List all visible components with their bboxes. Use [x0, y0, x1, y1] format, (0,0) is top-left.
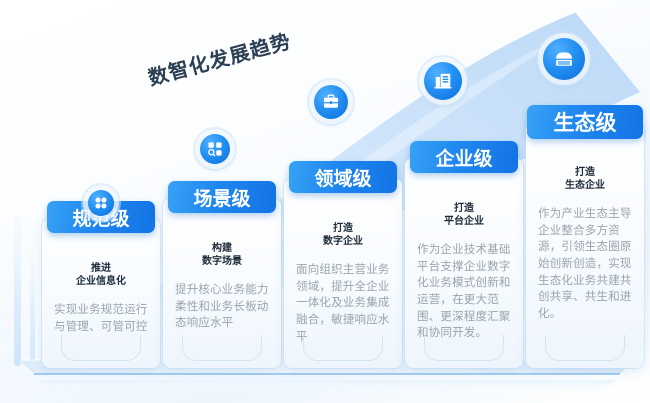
level-card-4-footer-arc: [423, 335, 505, 361]
level-card-3-subtitle: 打造 数字企业: [284, 222, 402, 248]
level-card-4[interactable]: 打造 平台企业 作为企业技术基础平台支撑企业数字化业务模式创新和运营，在更大范围…: [405, 141, 523, 368]
level-card-4-subtitle-line2: 平台企业: [444, 216, 484, 228]
level-card-3-badge[interactable]: 领域级: [289, 161, 397, 193]
database-layers-icon: [543, 38, 585, 80]
level-card-2-footer-arc: [181, 335, 263, 361]
level-card-2-subtitle: 构建 数字场景: [163, 242, 281, 268]
level-card-5-body: 作为产业生态主导企业整合多方资源，引领生态圈原始创新创造，实现生态化业务共建共创…: [538, 208, 632, 321]
level-card-4-subtitle-line1: 打造: [454, 203, 474, 214]
level-card-5-subtitle-line2: 生态企业: [565, 180, 605, 192]
level-card-1-body: 实现业务规范运行与管理、可管可控: [54, 304, 148, 333]
level-card-1-inner: 推进 企业信息化 实现业务规范运行与管理、可管可控: [42, 218, 160, 368]
level-card-5[interactable]: 打造 生态企业 作为产业生态主导企业整合多方资源，引领生态圈原始创新创造，实现生…: [526, 105, 644, 368]
trend-title: 数智化发展趋势: [146, 30, 294, 91]
level-card-5-badge[interactable]: 生态级: [527, 105, 643, 139]
level-card-2-inner: 构建 数字场景 提升核心业务能力柔性和业务长板动态响应水平: [163, 198, 281, 368]
level-card-5-inner: 打造 生态企业 作为产业生态主导企业整合多方资源，引领生态圈原始创新创造，实现生…: [526, 122, 644, 368]
level-card-3-body: 面向组织主营业务领域，提升全企业一体化及业务集成融合，敏捷响应水平: [296, 264, 390, 343]
level-card-3[interactable]: 打造 数字企业 面向组织主营业务领域，提升全企业一体化及业务集成融合，敏捷响应水…: [284, 161, 402, 368]
level-card-1[interactable]: 推进 企业信息化 实现业务规范运行与管理、可管可控 规范级: [42, 201, 160, 368]
level-card-5-footer-arc: [544, 335, 626, 361]
level-card-4-subtitle: 打造 平台企业: [405, 202, 523, 228]
level-card-1-footer-arc: [60, 335, 142, 361]
level-card-5-subtitle-line1: 打造: [575, 167, 595, 178]
grid-four-dots-icon: [88, 190, 114, 216]
level-card-2-subtitle-line1: 构建: [212, 243, 232, 254]
level-card-1-subtitle: 推进 企业信息化: [42, 262, 160, 288]
briefcase-icon: [314, 85, 348, 119]
level-card-1-subtitle-line2: 企业信息化: [76, 276, 126, 288]
level-card-2-body: 提升核心业务能力柔性和业务长板动态响应水平: [175, 284, 269, 330]
grid-search-icon: [200, 134, 230, 164]
level-card-4-body: 作为企业技术基础平台支撑企业数字化业务模式创新和运营，在更大范围、更深程度汇聚和…: [417, 244, 511, 340]
level-card-2[interactable]: 构建 数字场景 提升核心业务能力柔性和业务长板动态响应水平 场景级: [163, 181, 281, 368]
level-card-2-subtitle-line2: 数字场景: [202, 256, 242, 268]
level-card-3-footer-arc: [302, 335, 384, 361]
level-card-5-subtitle: 打造 生态企业: [526, 166, 644, 192]
level-card-2-badge[interactable]: 场景级: [168, 181, 276, 213]
level-card-1-badge[interactable]: 规范级: [47, 201, 155, 233]
level-card-3-subtitle-line2: 数字企业: [323, 236, 363, 248]
level-card-4-badge[interactable]: 企业级: [410, 141, 518, 173]
level-card-4-inner: 打造 平台企业 作为企业技术基础平台支撑企业数字化业务模式创新和运营，在更大范围…: [405, 158, 523, 368]
level-card-3-inner: 打造 数字企业 面向组织主营业务领域，提升全企业一体化及业务集成融合，敏捷响应水…: [284, 178, 402, 368]
level-card-1-subtitle-line1: 推进: [91, 263, 111, 274]
level-card-3-subtitle-line1: 打造: [333, 223, 353, 234]
building-icon: [424, 62, 462, 100]
